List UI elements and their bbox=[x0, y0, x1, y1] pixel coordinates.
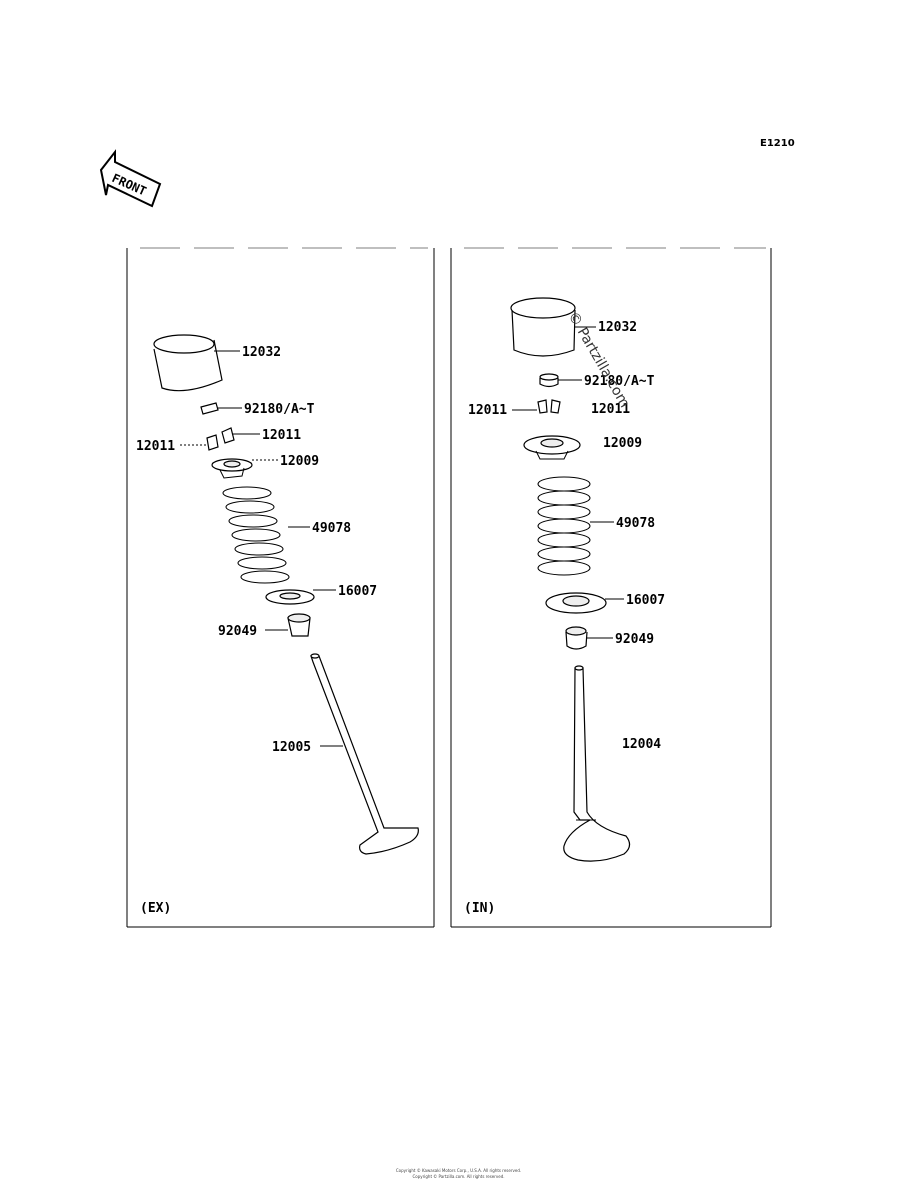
ex-valve bbox=[310, 653, 419, 855]
in-label-cotter-right: 12011 bbox=[591, 402, 630, 417]
ex-label-seal: 92049 bbox=[218, 624, 257, 639]
in-label-seal: 92049 bbox=[615, 632, 654, 647]
in-label-spring: 49078 bbox=[616, 516, 655, 531]
ex-spring bbox=[222, 486, 290, 584]
in-label-shim: 92180/A~T bbox=[584, 374, 655, 389]
front-arrow-icon: FRONT bbox=[99, 149, 162, 208]
in-spring-seat bbox=[545, 592, 607, 614]
ex-panel: 12032 92180/A~T 12011 12011 12009 bbox=[126, 247, 435, 928]
ex-shim bbox=[200, 402, 219, 415]
ex-retainer bbox=[211, 458, 253, 479]
footer-line-2: Copyright © Partzilla.com. All rights re… bbox=[412, 1174, 505, 1179]
ex-label-spring: 49078 bbox=[312, 521, 351, 536]
ex-spring-seat bbox=[265, 589, 315, 605]
in-label-cotter-left: 12011 bbox=[468, 403, 507, 418]
ex-label-seat: 16007 bbox=[338, 584, 377, 599]
ex-tappet bbox=[153, 334, 223, 392]
ex-cotters bbox=[206, 427, 235, 451]
footer-line-1: Copyright © Kawasaki Motors Corp., U.S.A… bbox=[395, 1168, 522, 1173]
ex-label-cotter-left: 12011 bbox=[136, 439, 175, 454]
in-panel: 12032 92180/A~T 12011 12011 12009 bbox=[450, 247, 772, 928]
in-label-seat: 16007 bbox=[626, 593, 665, 608]
in-spring bbox=[537, 476, 591, 576]
ex-panel-tag: (EX) bbox=[140, 901, 171, 916]
in-label-valve: 12004 bbox=[622, 737, 661, 752]
in-cotters bbox=[537, 399, 561, 414]
in-stem-seal bbox=[565, 626, 588, 650]
ex-label-valve: 12005 bbox=[272, 740, 311, 755]
ex-stem-seal bbox=[287, 613, 311, 637]
ex-label-retainer: 12009 bbox=[280, 454, 319, 469]
diagram-code: E1210 bbox=[760, 138, 795, 149]
in-valve bbox=[563, 665, 631, 862]
in-label-tappet: 12032 bbox=[598, 320, 637, 335]
ex-label-shim: 92180/A~T bbox=[244, 402, 315, 417]
in-tappet bbox=[510, 297, 576, 357]
ex-label-tappet: 12032 bbox=[242, 345, 281, 360]
in-shim bbox=[539, 373, 559, 388]
in-label-retainer: 12009 bbox=[603, 436, 642, 451]
in-retainer bbox=[523, 435, 581, 460]
ex-label-cotter-right: 12011 bbox=[262, 428, 301, 443]
in-panel-tag: (IN) bbox=[464, 901, 495, 916]
